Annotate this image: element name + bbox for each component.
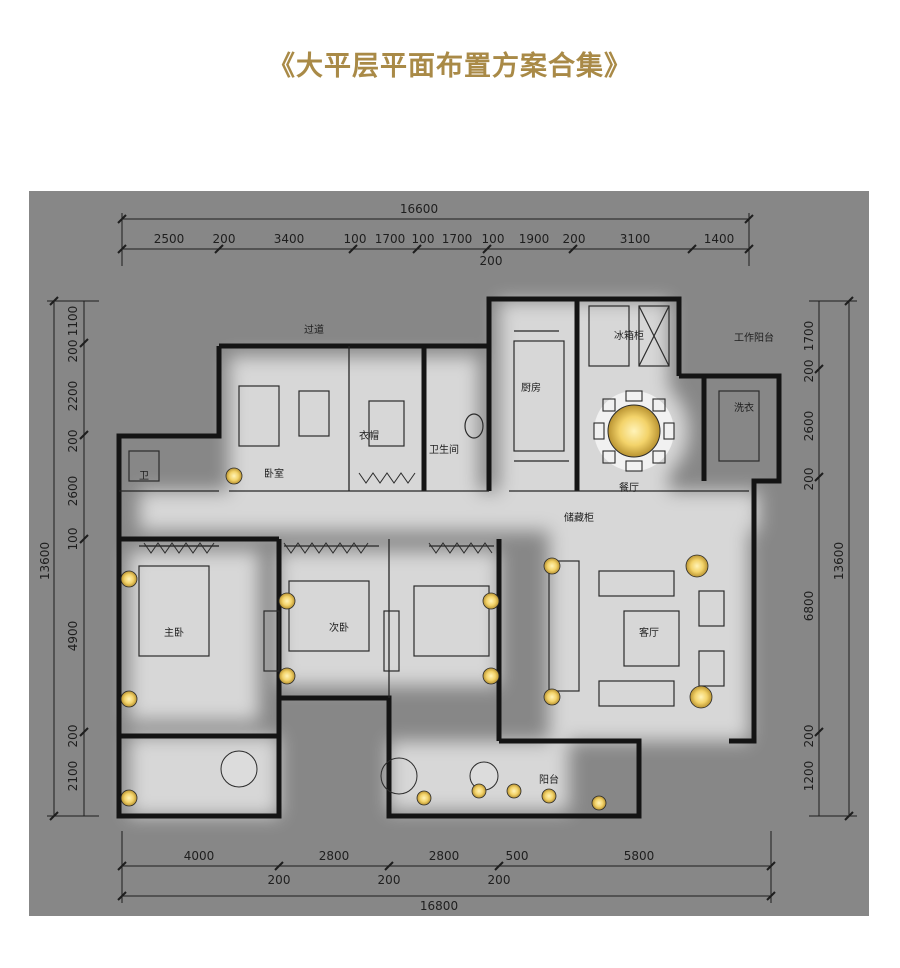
dim-right-3: 2600 xyxy=(802,411,816,442)
sofa-top xyxy=(598,570,675,597)
second-bed xyxy=(288,580,370,652)
dim-top-9: 1900 xyxy=(519,232,550,246)
label-wc: 卫 xyxy=(139,471,149,482)
dim-top-8: 100 xyxy=(482,232,505,246)
furniture xyxy=(128,305,760,707)
label-balcony: 阳台 xyxy=(539,773,559,786)
dim-left-5: 2600 xyxy=(66,476,80,507)
dim-bottom-5: 5800 xyxy=(624,849,655,863)
dim-top-total: 16600 xyxy=(400,202,438,216)
dim-left-6: 100 xyxy=(66,528,80,551)
master-bed xyxy=(138,565,210,657)
dim-right-1: 1700 xyxy=(802,321,816,352)
dim-left-2: 200 xyxy=(66,340,80,363)
dim-top-1: 2500 xyxy=(154,232,185,246)
dim-top-sub: 200 xyxy=(480,254,503,268)
label-storage: 储藏柜 xyxy=(564,511,594,524)
label-bathroom: 卫生间 xyxy=(429,443,459,456)
dim-bottom-2: 2800 xyxy=(319,849,350,863)
bed-upper-left xyxy=(238,385,280,447)
label-kitchen: 厨房 xyxy=(521,381,541,394)
dim-left-total: 13600 xyxy=(38,542,52,580)
dim-top-6: 100 xyxy=(412,232,435,246)
dim-bottom-3: 2800 xyxy=(429,849,460,863)
label-fridge-cabinet: 冰箱柜 xyxy=(614,329,644,342)
label-closet: 衣帽 xyxy=(359,429,379,442)
dim-left-1: 1100 xyxy=(66,306,80,337)
balcony-furniture xyxy=(220,750,499,795)
dim-top-11: 3100 xyxy=(620,232,651,246)
label-bedroom-a: 卧室 xyxy=(264,467,284,480)
dim-right-6: 200 xyxy=(802,725,816,748)
tv-cabinet xyxy=(548,560,580,692)
dim-bottom-1: 4000 xyxy=(184,849,215,863)
dim-left-8: 200 xyxy=(66,725,80,748)
dim-top-2: 200 xyxy=(213,232,236,246)
dim-bottom-sub-3: 200 xyxy=(488,873,511,887)
label-master-bedroom: 主卧 xyxy=(164,626,184,639)
label-dining: 餐厅 xyxy=(619,481,639,494)
walls xyxy=(116,296,782,819)
dim-right-4: 200 xyxy=(802,468,816,491)
label-second-bedroom: 次卧 xyxy=(329,621,349,634)
dim-top-12: 1400 xyxy=(704,232,735,246)
toilet xyxy=(464,413,484,439)
kitchen-counter xyxy=(513,340,565,452)
dim-right-7: 1200 xyxy=(802,761,816,792)
dim-right-total: 13600 xyxy=(832,542,846,580)
dim-right-2: 200 xyxy=(802,360,816,383)
label-living: 客厅 xyxy=(639,626,659,639)
dim-left-9: 2100 xyxy=(66,761,80,792)
coffee-table xyxy=(623,610,680,667)
dimension-ticks xyxy=(49,214,854,901)
page-title: 《大平层平面布置方案合集》 xyxy=(268,51,632,82)
dim-right-5: 6800 xyxy=(802,591,816,622)
third-bed xyxy=(413,585,490,657)
label-laundry: 洗衣 xyxy=(734,401,754,414)
label-corridor: 过道 xyxy=(304,323,324,336)
dim-bottom-sub-2: 200 xyxy=(378,873,401,887)
dim-top-5: 1700 xyxy=(375,232,406,246)
wardrobes xyxy=(143,472,493,554)
dim-top-10: 200 xyxy=(563,232,586,246)
dim-top-7: 1700 xyxy=(442,232,473,246)
label-work-balcony: 工作阳台 xyxy=(734,331,774,344)
dim-bottom-total: 16800 xyxy=(420,899,458,913)
dim-bottom-4: 500 xyxy=(506,849,529,863)
dim-left-7: 4900 xyxy=(66,621,80,652)
floor-plan: 16600 2500 200 3400 100 1700 100 1700 10… xyxy=(29,191,869,916)
dim-left-3: 2200 xyxy=(66,381,80,412)
dim-top-3: 3400 xyxy=(274,232,305,246)
dim-top-4: 100 xyxy=(344,232,367,246)
sofa-bottom xyxy=(598,680,675,707)
dim-bottom-sub-1: 200 xyxy=(268,873,291,887)
floor-plan-drawing: 16600 2500 200 3400 100 1700 100 1700 10… xyxy=(29,191,869,916)
dim-left-4: 200 xyxy=(66,430,80,453)
ceiling-lamps xyxy=(120,467,713,811)
dining-table xyxy=(593,390,675,472)
